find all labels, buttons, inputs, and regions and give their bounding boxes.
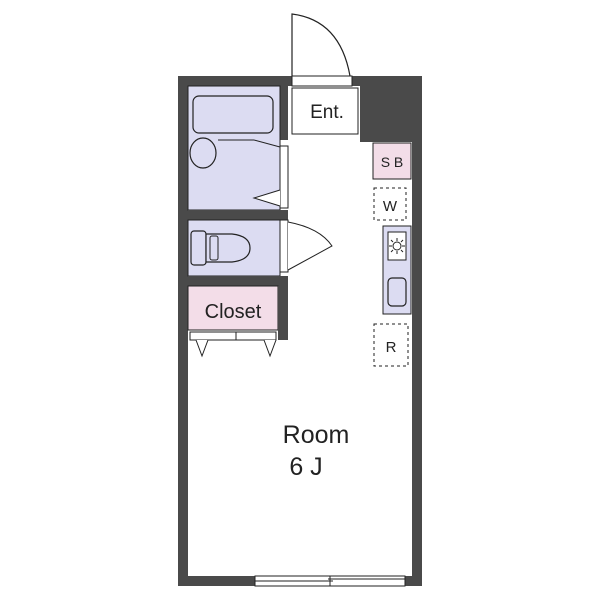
closet-door-swing-right [263,339,277,358]
bathroom-door-swing [252,189,281,207]
front-door[interactable] [291,75,353,87]
toilet-icon [205,233,251,263]
closet-label: Closet [205,301,262,323]
bathroom [187,85,289,211]
washer-space: W [373,187,407,221]
closet-side-wall [278,286,288,340]
shoe-box-unit [372,142,412,180]
washer-label: W [383,198,398,215]
refrigerator-space: R [373,323,409,367]
shoe-box: S B [372,142,412,180]
toilet-door-swing [287,221,333,271]
washer-outline [373,187,407,221]
closet-door-swing-left [195,339,209,358]
wash-basin-icon [189,137,217,169]
room-size-label: 6 J [289,453,322,481]
stove-burner-ring [392,241,402,251]
entrance-side-wall [360,86,412,142]
stove-burner-rays [389,238,405,254]
entrance-genkan [291,87,359,135]
bath-divider-line [253,139,281,148]
wall-bath-toilet [188,210,288,220]
closet-doors[interactable] [189,331,277,341]
toilet-seat-icon [209,235,219,261]
bathroom-door[interactable] [279,145,289,209]
toilet-tank-icon [190,230,207,266]
refrigerator-outline [373,323,409,367]
closet: Closet [187,285,288,358]
main-room: Room 6 J [283,421,350,481]
window [254,575,406,587]
shoe-box-label: S B [381,154,404,170]
kitchen [382,225,412,315]
wall-toilet-closet [188,276,288,286]
stove-burner-icon [387,231,407,261]
bathtub-icon [192,95,274,134]
room-label: Room [283,421,350,449]
refrigerator-label: R [386,339,397,356]
entrance-label: Ent. [310,102,344,123]
kitchen-sink-icon [387,277,407,307]
front-door-swing [291,13,351,77]
toilet-door[interactable] [279,219,289,273]
entrance: Ent. [291,13,359,135]
